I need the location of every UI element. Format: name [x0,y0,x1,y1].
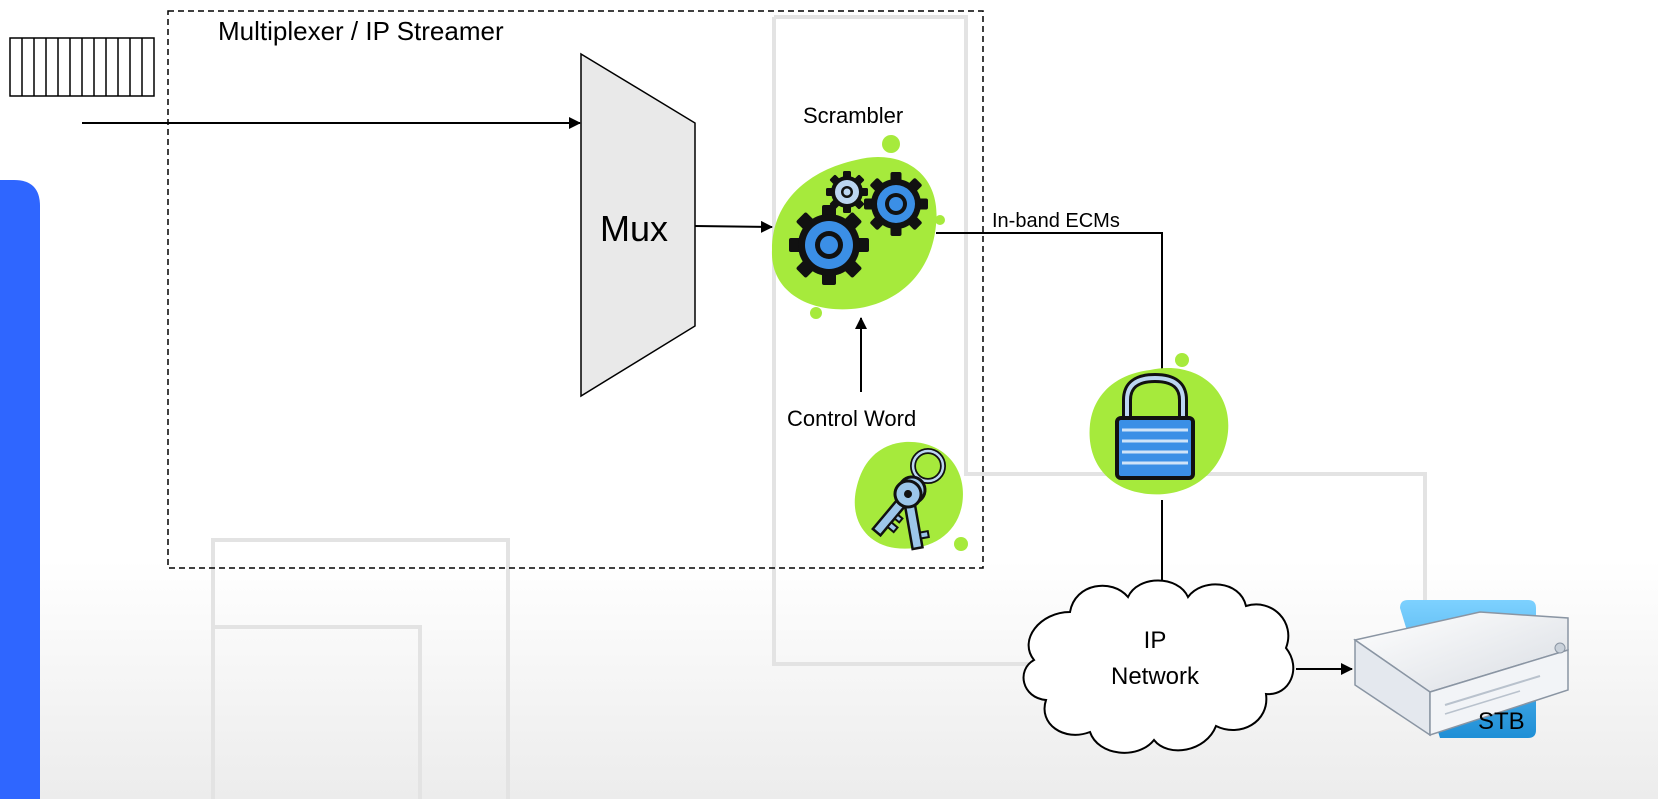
control-word-label: Control Word [787,406,917,431]
network-label-line1: IP [1143,627,1167,654]
keys-icon [854,441,968,551]
ecm-line [936,232,1163,370]
stb-label: STB [1478,708,1525,735]
mux-block [580,52,696,398]
streamer-title: Multiplexer / IP Streamer [218,16,504,46]
padlock-icon [1089,353,1229,495]
streamer-boundary [167,10,984,569]
scrambler-label: Scrambler [803,103,904,128]
accent-bar [0,180,40,799]
cloud-icon [1022,579,1295,754]
mux-label: Mux [600,208,669,249]
network-label: IP Network [1080,623,1230,695]
gears-icon [771,135,945,319]
packet-buffer-icon [9,37,155,97]
network-label-line2: Network [1110,663,1200,690]
ecm-label: In-band ECMs [992,210,1120,232]
set-top-box-icon [1353,600,1569,738]
mux-to-scrambler-arrow [694,220,773,233]
